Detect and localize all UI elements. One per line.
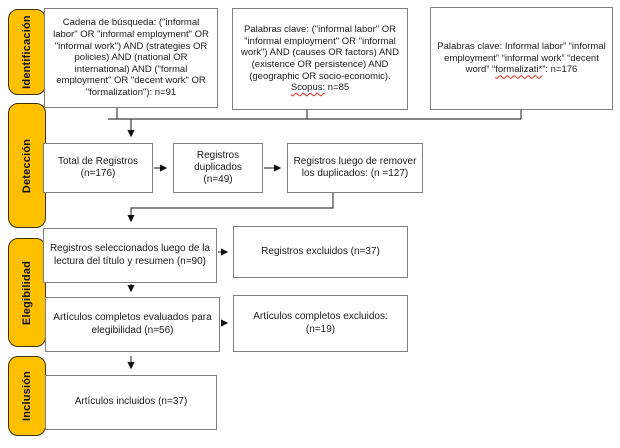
search-string-2-text: Palabras clave: ("informal labor" OR "in… [238, 24, 402, 93]
stage-elegibilidad: Elegibilidad [8, 238, 46, 347]
stage-identificacion: Identificación [8, 9, 46, 95]
box-records-screened: Registros seleccionados luego de la lect… [43, 228, 217, 283]
box-duplicate-records: Registros duplicados (n=49) [173, 143, 263, 193]
fulltext-excluded-text: Artículos completos excluidos: (n=19) [253, 311, 388, 335]
search-string-3-misspelled-word: formalizati* [495, 64, 543, 76]
box-total-records: Total de Registros (n=176) [43, 143, 153, 193]
search-string-1-text: Cadena de búsqueda: ("informal labor" OR… [53, 17, 209, 98]
duplicate-records-text: Registros duplicados (n=49) [194, 149, 242, 186]
box-search-string-3: Palabras clave: Informal labor” “informa… [430, 7, 613, 110]
stage-deteccion-label: Detección [21, 138, 33, 193]
fulltext-assessed-text: Artículos completos evaluados para elegi… [53, 312, 212, 336]
box-fulltext-excluded: Artículos completos excluidos: (n=19) [233, 295, 408, 352]
records-screened-text: Registros seleccionados luego de la lect… [49, 243, 211, 267]
search-string-3-pre: Palabras clave: Informal labor” “informa… [437, 41, 606, 76]
stage-elegibilidad-label: Elegibilidad [21, 260, 34, 325]
records-excluded-text: Registros excluidos (n=37) [261, 245, 380, 257]
box-search-string-2: Palabras clave: ("informal labor" OR "in… [232, 8, 408, 110]
stage-inclusion-label: Inclusión [21, 370, 33, 422]
stage-identificacion-label: Identificación [21, 15, 34, 89]
articles-included-text: Artículos incluidos (n=37) [74, 396, 188, 408]
box-search-string-1: Cadena de búsqueda: ("informal labor" OR… [44, 8, 218, 108]
records-after-duplicates-text: Registros luego de remover los duplicado… [293, 155, 417, 179]
box-fulltext-assessed: Artículos completos evaluados para elegi… [45, 297, 220, 352]
stage-inclusion: Inclusión [8, 356, 46, 436]
connector-after-to-screened [127, 193, 334, 223]
search-string-3-text: Palabras clave: Informal labor” “informa… [436, 41, 607, 76]
search-string-3-post: ”: n=176 [542, 64, 578, 76]
box-articles-included: Artículos incluidos (n=37) [45, 375, 217, 430]
search-string-2-pre: Palabras clave: ("informal labor" OR "in… [240, 24, 400, 82]
search-string-2-post: n=85 [325, 82, 350, 94]
stage-deteccion: Detección [8, 103, 46, 228]
total-records-text: Total de Registros (n=176) [57, 155, 139, 179]
search-string-2-misspelled-word: Scopus: [290, 82, 326, 94]
box-records-excluded: Registros excluidos (n=37) [233, 226, 408, 278]
box-records-after-duplicates: Registros luego de remover los duplicado… [287, 143, 423, 193]
